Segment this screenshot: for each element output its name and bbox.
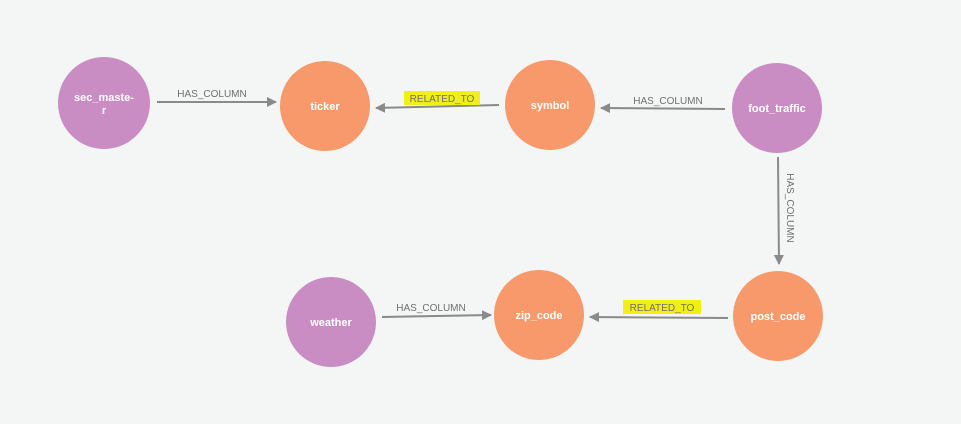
edge-weather-zip-code[interactable]: HAS_COLUMN: [381, 303, 492, 321]
edge-label-highlight: [623, 300, 701, 314]
node-post-code[interactable]: post_code: [733, 271, 823, 361]
edge-foot-traffic-symbol[interactable]: HAS_COLUMN: [600, 96, 726, 114]
node-label: ticker: [310, 101, 340, 113]
edge-post-code-zip-code[interactable]: RELATED_TO: [589, 300, 729, 323]
node-ticker[interactable]: ticker: [280, 61, 370, 151]
node-label: symbol: [531, 100, 570, 112]
node-label: zip_code: [515, 310, 562, 322]
edge-label-related-to: RELATED_TO: [410, 94, 475, 105]
node-label: foot_traffic: [748, 103, 805, 115]
edge-label-related-to: RELATED_TO: [630, 303, 695, 314]
node-symbol[interactable]: symbol: [505, 60, 595, 150]
edge-sec-master-ticker[interactable]: HAS_COLUMN: [157, 89, 277, 107]
node-foot-traffic[interactable]: foot_traffic: [732, 63, 822, 153]
node-label: r: [102, 105, 107, 117]
edge-label-has-column: HAS_COLUMN: [177, 89, 246, 100]
edge-label-has-column: HAS_COLUMN: [396, 303, 465, 314]
node-label: sec_maste-: [74, 92, 134, 104]
edge-label-highlight: [404, 91, 480, 105]
node-sec-master[interactable]: sec_maste- r: [58, 57, 150, 149]
edge-symbol-ticker[interactable]: RELATED_TO: [375, 91, 500, 113]
node-label: post_code: [750, 311, 805, 323]
edge-label-has-column: HAS_COLUMN: [784, 173, 795, 242]
node-weather[interactable]: weather: [286, 277, 376, 367]
node-zip-code[interactable]: zip_code: [494, 270, 584, 360]
edge-foot-traffic-post-code[interactable]: HAS_COLUMN: [773, 156, 795, 265]
edge-label-has-column: HAS_COLUMN: [633, 96, 702, 107]
node-label: weather: [309, 317, 352, 329]
